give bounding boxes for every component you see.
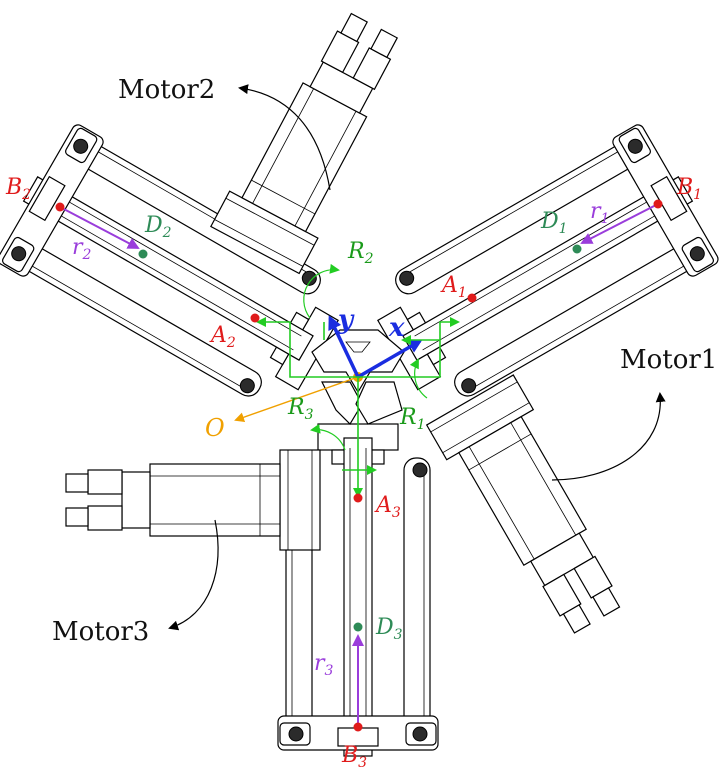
- label-x-axis: x: [388, 313, 405, 343]
- label-r2: r2: [72, 235, 92, 263]
- label-A1: A1: [440, 273, 467, 301]
- x-axis-arrow: [357, 339, 423, 379]
- r-vectors: [59, 203, 659, 727]
- mechanism-drawing: [0, 1, 726, 757]
- R1-vector: [358, 317, 460, 378]
- label-O: O: [205, 414, 225, 442]
- motor-2-body: [210, 1, 419, 275]
- point-B1: [653, 199, 663, 209]
- motor-callouts: [168, 84, 666, 631]
- points: [55, 199, 663, 732]
- motor-3-body: [65, 449, 321, 551]
- point-D2: [138, 249, 148, 259]
- label-D3: D3: [375, 615, 403, 643]
- motor1-callout-arrow: [551, 392, 666, 481]
- label-R3: R3: [287, 395, 314, 423]
- point-B3: [353, 722, 363, 732]
- label-A3: A3: [374, 493, 401, 521]
- label-r3: r3: [314, 651, 334, 679]
- point-A1: [467, 293, 477, 303]
- label-D2: D2: [144, 213, 172, 241]
- point-D1: [572, 244, 582, 254]
- label-R2: R2: [347, 239, 374, 267]
- point-A3: [353, 493, 363, 503]
- label-A2: A2: [209, 323, 236, 351]
- motor2-callout-arrow: [238, 84, 331, 191]
- label-D1: D1: [540, 209, 568, 237]
- motor1-label: Motor1: [620, 345, 717, 375]
- motor2-label: Motor2: [118, 75, 215, 105]
- y-axis-arrow: [328, 315, 360, 378]
- central-hub: [311, 329, 405, 425]
- point-D3: [353, 622, 363, 632]
- label-r1: r1: [590, 199, 609, 227]
- motor-1-body: [426, 374, 641, 646]
- point-B2: [55, 202, 65, 212]
- label-B1: B1: [676, 175, 702, 203]
- point-A2: [250, 313, 260, 323]
- R2-vector: [256, 317, 358, 378]
- label-R1: R1: [399, 405, 426, 433]
- leg-1: [357, 119, 726, 425]
- labels: Motor2 Motor1 Motor3 B1 B2 B3 A1 A2 A3 D…: [5, 75, 717, 771]
- label-B3: B3: [341, 743, 367, 771]
- r2-vector: [59, 206, 140, 249]
- motor3-callout-arrow: [168, 519, 219, 631]
- label-y-axis: y: [337, 305, 355, 335]
- motor3-label: Motor3: [52, 617, 149, 647]
- frame-axes: [328, 315, 423, 379]
- label-B2: B2: [5, 175, 31, 203]
- r1-vector: [580, 203, 659, 244]
- R-vectors: [256, 263, 460, 498]
